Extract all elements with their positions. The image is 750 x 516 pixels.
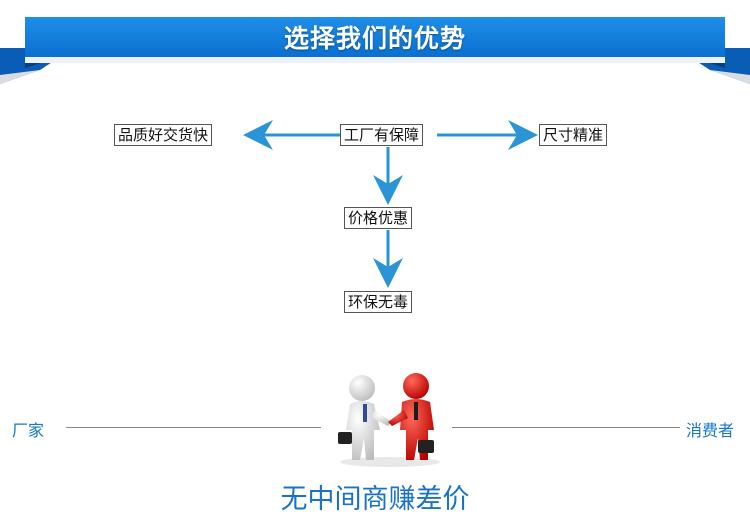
flow-box-right: 尺寸精准	[539, 124, 608, 146]
red-figure	[388, 373, 434, 460]
right-divider-line	[452, 427, 680, 428]
handshake-figures-image	[338, 373, 440, 467]
banner-area: 选择我们的优势	[0, 0, 750, 90]
left-divider-line	[66, 427, 321, 428]
tagline: 无中间商赚差价	[280, 484, 470, 515]
flow-box-down-1: 价格优惠	[344, 207, 413, 229]
white-figure	[338, 375, 392, 460]
manufacturer-label: 厂家	[12, 421, 45, 440]
flow-box-left: 品质好交货快	[114, 124, 213, 146]
flow-box-center: 工厂有保障	[340, 124, 424, 146]
banner-title: 选择我们的优势	[283, 24, 466, 53]
flow-box-down-2: 环保无毒	[344, 291, 413, 313]
banner-ribbon-graphic	[0, 48, 750, 84]
banner-bar: 选择我们的优势	[25, 17, 725, 57]
consumer-label: 消费者	[686, 421, 735, 440]
